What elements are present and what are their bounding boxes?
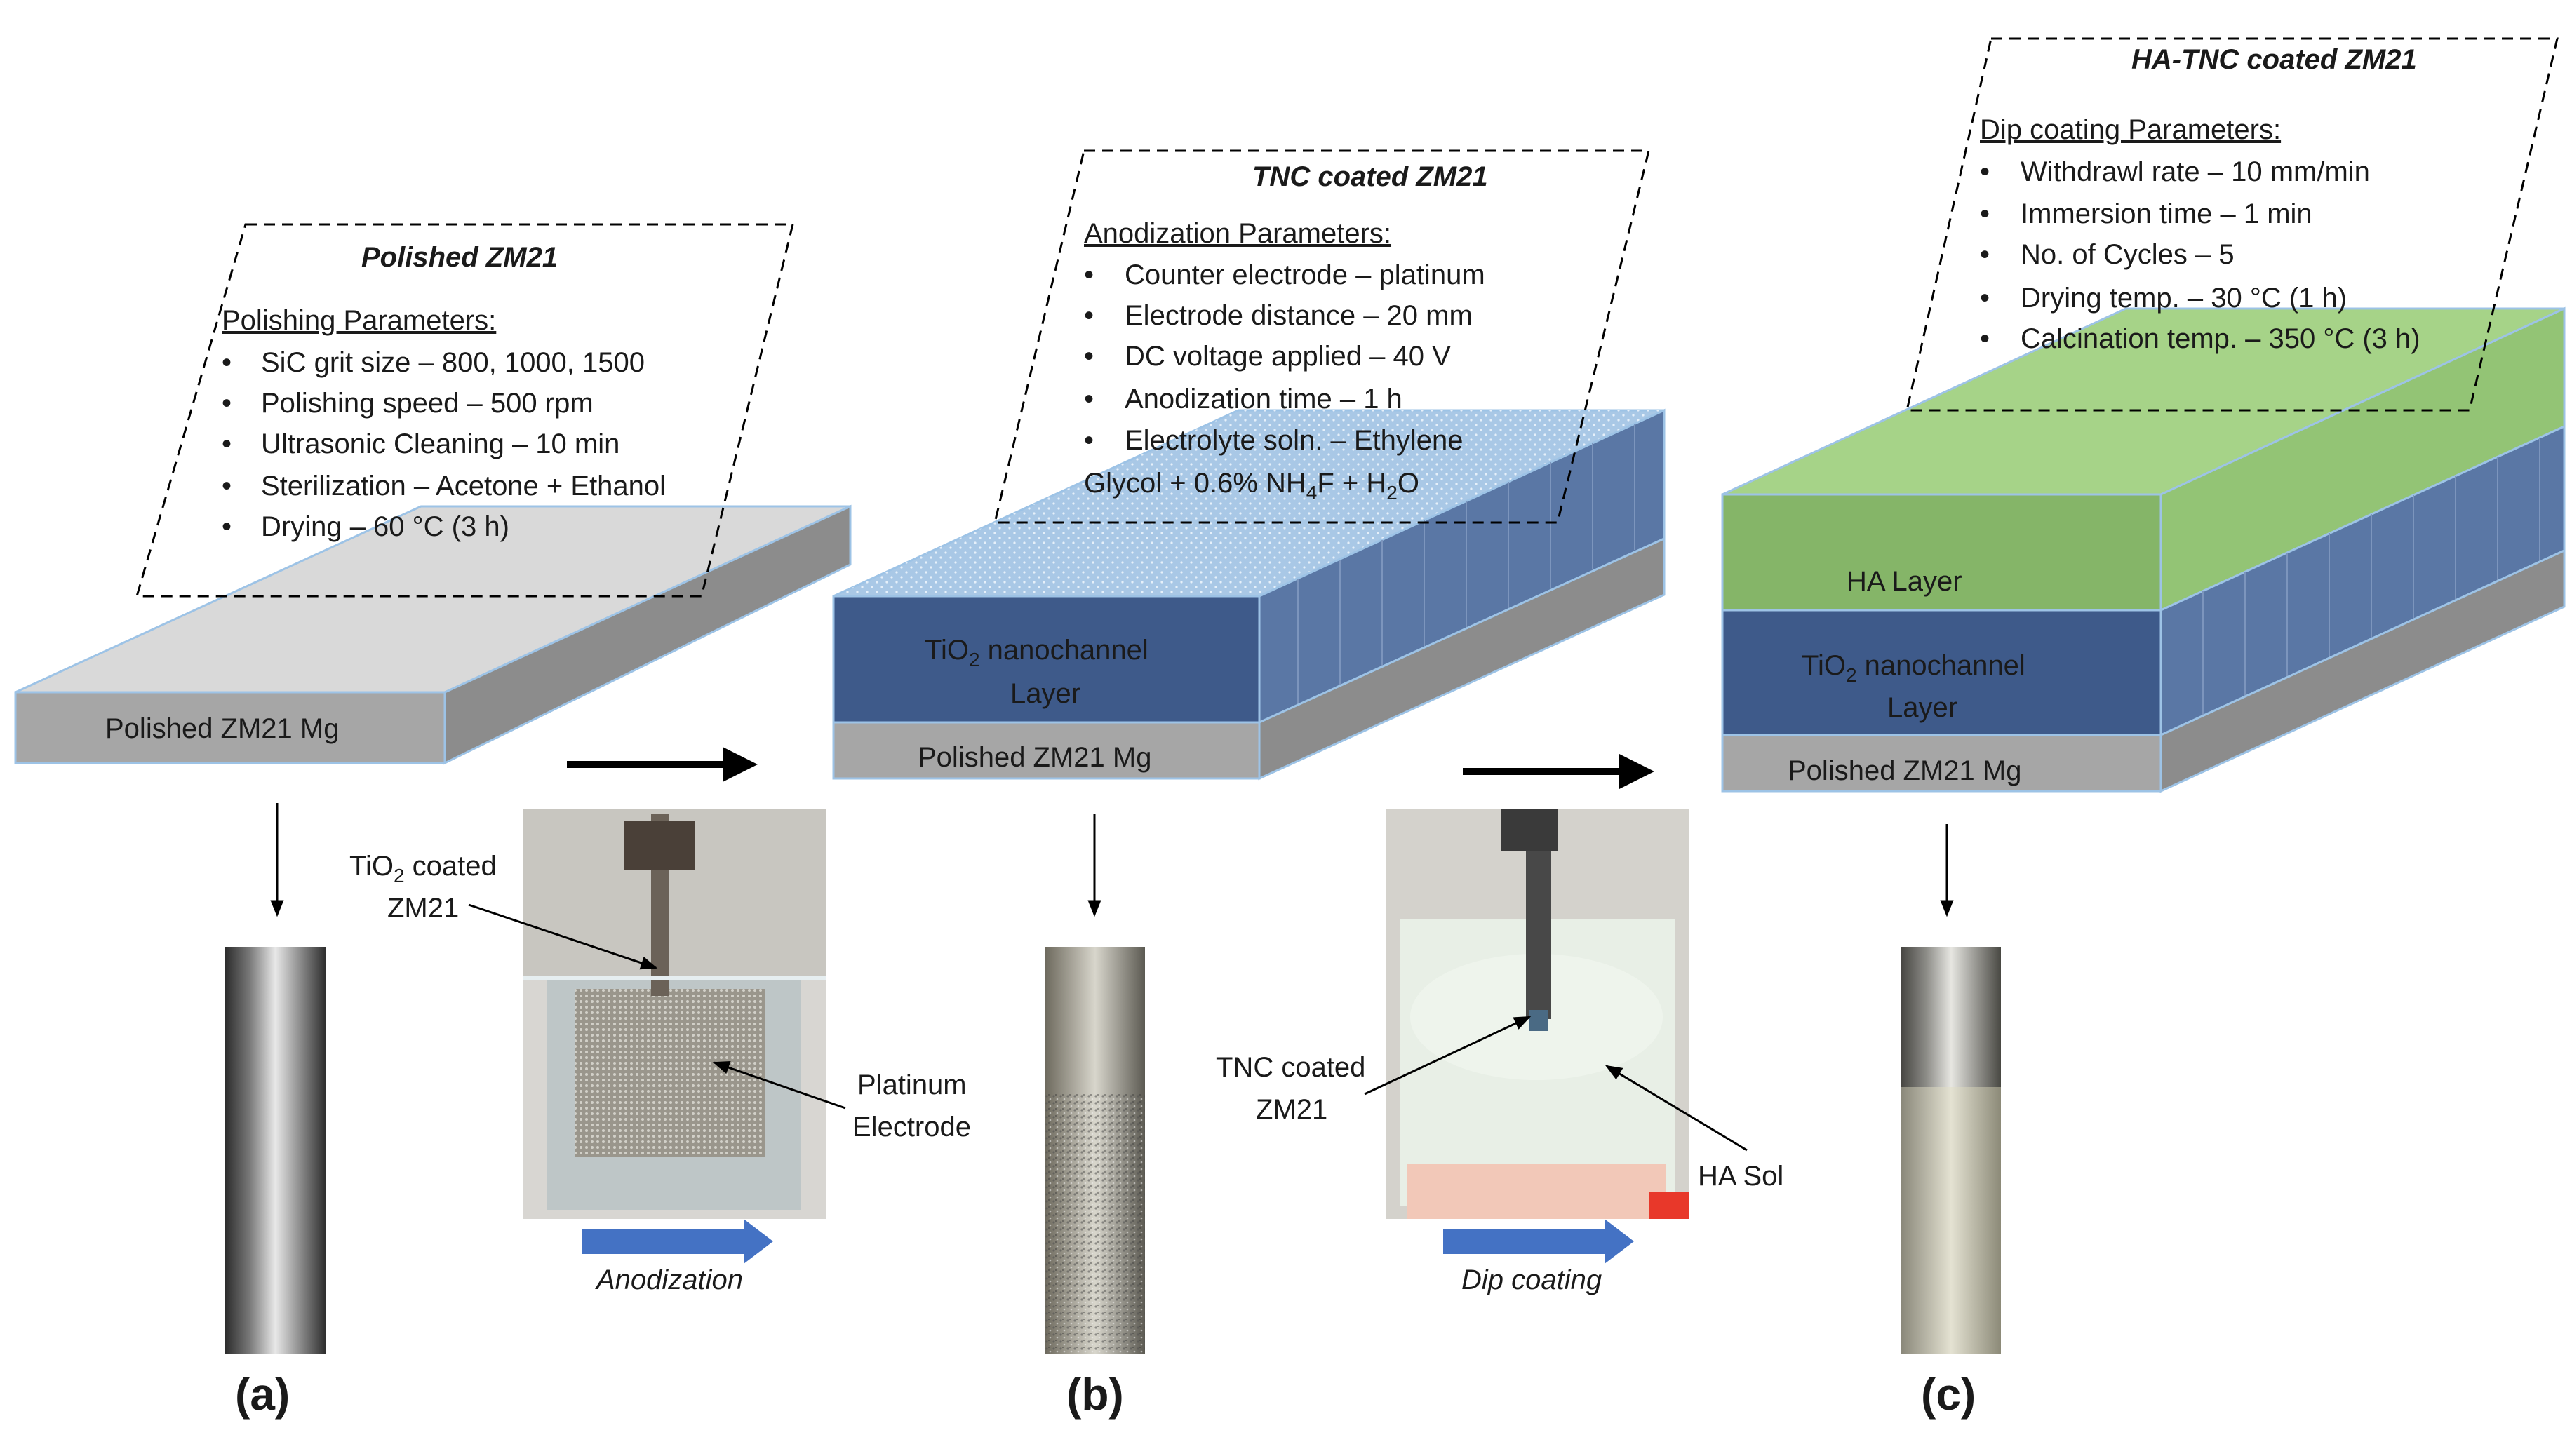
bullet: •: [1084, 384, 1094, 414]
stage-a-param-list: • SiC grit size – 800, 1000, 1500 • Poli…: [222, 347, 666, 542]
param-item-continued: Glycol + 0.6% NH4F + H2O: [1084, 468, 1419, 504]
stage-b-slab: TiO2 nanochannel Layer Polished ZM21 Mg: [832, 408, 1666, 781]
pointer-tio2: [468, 903, 658, 970]
stage-b-label: (b): [1066, 1369, 1124, 1420]
param-item: DC voltage applied – 40 V: [1125, 341, 1451, 372]
param-item: Sterilization – Acetone + Ethanol: [261, 471, 666, 501]
electrode-label: Electrode: [852, 1112, 971, 1142]
slab-a-side: [443, 504, 852, 765]
param-item: Drying – 60 °C (3 h): [261, 511, 509, 542]
stage-c-param-list: • Withdrawl rate – 10 mm/min • Immersion…: [1980, 156, 2420, 354]
slab-b-tio2-label-line2: Layer: [1010, 678, 1080, 709]
rod-photo-c: [1901, 947, 2001, 1354]
dip-coating-label: Dip coating: [1461, 1265, 1602, 1295]
params-b: TNC coated ZM21 Anodization Parameters: …: [1084, 161, 1488, 504]
slab-c-mg-side: [2159, 548, 2566, 793]
rod-photo-a: [225, 947, 326, 1354]
slab-b-tio2-label: TiO2 nanochannel: [925, 635, 1148, 670]
dip-coating-photo: [1386, 809, 1689, 1219]
param-item: Drying temp. – 30 °C (1 h): [2021, 283, 2347, 314]
stage-b-title: TNC coated ZM21: [1252, 161, 1488, 192]
bullet: •: [1980, 283, 1990, 314]
slab-a-layer-label: Polished ZM21 Mg: [105, 713, 339, 744]
slab-c-channels: [2202, 438, 2540, 715]
stage-c-params-heading: Dip coating Parameters:: [1980, 114, 2281, 145]
stage-c-slab: HA Layer TiO2 nanochannel Layer Polished…: [1721, 306, 2566, 793]
bullet: •: [1084, 341, 1094, 372]
stage-b-params-heading: Anodization Parameters:: [1084, 218, 1391, 249]
dip-coating-arrow: [1443, 1219, 1634, 1264]
pointer-tnc: [1364, 1016, 1532, 1096]
param-item: No. of Cycles – 5: [2021, 239, 2235, 270]
param-item: Immersion time – 1 min: [2021, 198, 2312, 229]
tnc-coated-label: TNC coated: [1216, 1052, 1365, 1083]
param-item: Polishing speed – 500 rpm: [261, 388, 594, 419]
pointer-ha-sol: [1605, 1065, 1748, 1152]
param-item: Anodization time – 1 h: [1125, 384, 1402, 414]
slab-c-ha-label: HA Layer: [1847, 566, 1962, 597]
bullet: •: [1084, 300, 1094, 331]
bullet: •: [222, 471, 232, 501]
tnc-coated-label-line2: ZM21: [1256, 1094, 1327, 1125]
slab-c-tio2-label-line2: Layer: [1887, 692, 1957, 723]
slab-b-top-dots: [833, 410, 1664, 596]
bullet: •: [222, 429, 232, 459]
ha-sol-label: HA Sol: [1698, 1161, 1783, 1192]
stage-a-slab: Polished ZM21 Mg: [14, 504, 852, 765]
anodization-photo: [523, 809, 826, 1219]
bullet: •: [1980, 156, 1990, 187]
param-item: Ultrasonic Cleaning – 10 min: [261, 429, 619, 459]
stage-c-title: HA-TNC coated ZM21: [2131, 44, 2417, 75]
param-item: Calcination temp. – 350 °C (3 h): [2021, 323, 2420, 354]
param-item: Electrode distance – 20 mm: [1125, 300, 1473, 331]
slab-b-channels: [1297, 424, 1635, 705]
anodization-label: Anodization: [595, 1265, 743, 1295]
bullet: •: [222, 511, 232, 542]
params-a: Polished ZM21 Polishing Parameters: • Si…: [222, 242, 666, 542]
slab-c-tio2-label: TiO2 nanochannel: [1802, 650, 2025, 686]
param-item: Withdrawl rate – 10 mm/min: [2021, 156, 2370, 187]
tio2-coated-label-line2: ZM21: [387, 893, 459, 924]
slab-b-mg-label: Polished ZM21 Mg: [918, 742, 1151, 773]
bullet: •: [1980, 323, 1990, 354]
bullet: •: [1980, 198, 1990, 229]
bullet: •: [222, 388, 232, 419]
stage-a-label: (a): [235, 1369, 290, 1420]
params-c: HA-TNC coated ZM21 Dip coating Parameter…: [1980, 44, 2420, 354]
anodization-arrow: [582, 1219, 773, 1264]
param-item: SiC grit size – 800, 1000, 1500: [261, 347, 645, 378]
stage-a-params-heading: Polishing Parameters:: [222, 305, 496, 336]
stage-a-title: Polished ZM21: [361, 242, 558, 273]
pointer-electrode: [712, 1061, 846, 1110]
rod-photo-b: [1045, 947, 1145, 1354]
bullet: •: [222, 347, 232, 378]
param-item: Counter electrode – platinum: [1125, 259, 1485, 290]
bullet: •: [1084, 425, 1094, 456]
platinum-label: Platinum: [857, 1070, 967, 1100]
param-item: Electrolyte soln. – Ethylene: [1125, 425, 1463, 456]
slab-c-mg-label: Polished ZM21 Mg: [1788, 755, 2021, 786]
bullet: •: [1980, 239, 1990, 270]
tio2-coated-label: TiO2 coated: [349, 851, 497, 887]
stage-b-param-list: • Counter electrode – platinum • Electro…: [1084, 259, 1485, 504]
stage-c-label: (c): [1921, 1369, 1976, 1420]
params-box-a: [135, 223, 794, 598]
slab-b-mg-side: [1258, 537, 1666, 781]
bullet: •: [1084, 259, 1094, 290]
